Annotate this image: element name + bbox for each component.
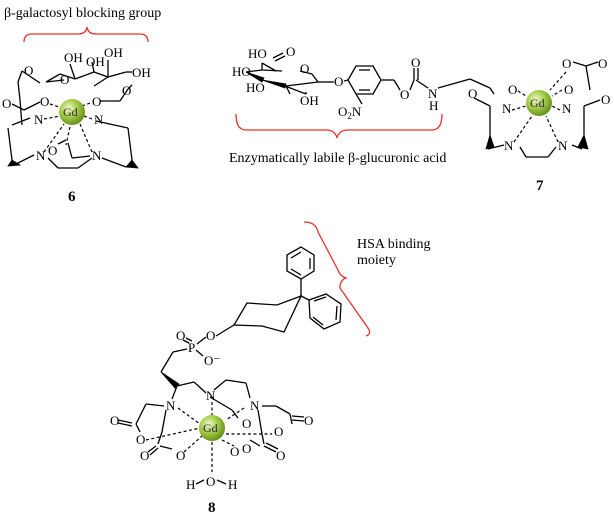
atom-o: O <box>400 87 409 102</box>
compound-6: β-galactosyl blocking group OH OH OH OH … <box>2 6 161 205</box>
bracket-glucuronic <box>235 113 443 139</box>
atom-o: O <box>230 444 239 459</box>
atom-o: O <box>601 92 610 107</box>
atom-o: O <box>2 96 11 111</box>
atom-n: N <box>562 101 572 116</box>
annotation-glucuronic: Enzymatically labile β-glucuronic acid <box>229 151 446 166</box>
gd-sphere <box>199 415 225 441</box>
atom-h: H <box>228 477 237 492</box>
atom-o: O <box>411 55 420 70</box>
nitrophenyl-ring <box>343 65 429 105</box>
bracket-hsa <box>303 221 371 337</box>
gd-label: Gd <box>203 421 218 435</box>
annotation-hsa-line2: moiety <box>357 253 396 268</box>
atom-n: N <box>428 86 438 101</box>
atom-n: N <box>206 388 216 403</box>
macrocycle-7 <box>437 61 601 158</box>
atom-n: N <box>92 148 102 163</box>
atom-o: O <box>242 416 251 431</box>
atom-p: P <box>188 340 195 355</box>
glucuronic-ring <box>245 52 334 95</box>
atom-h: H <box>186 477 195 492</box>
atom-o: O <box>110 413 119 428</box>
phenyl-ring-top <box>286 246 315 280</box>
atom-o: O <box>242 441 251 456</box>
atom-o: O <box>122 83 131 98</box>
atom-ho: HO <box>232 64 251 79</box>
bracket-galactosyl <box>23 26 149 43</box>
galactose-ring <box>17 60 132 101</box>
compound-number-8: 8 <box>208 500 216 513</box>
compound-8: HSA binding moiety O O P O⁻ <box>110 221 431 513</box>
atom-o: O <box>334 74 343 89</box>
phenyl-ring-right <box>308 293 342 330</box>
atom-o: O <box>136 432 145 447</box>
gd-label: Gd <box>530 96 545 110</box>
gd-label: Gd <box>63 105 78 119</box>
atom-n: N <box>558 138 568 153</box>
atom-o: O <box>286 44 295 59</box>
atom-o-water: O <box>206 474 215 489</box>
atom-o: O <box>176 448 185 463</box>
atom-o: O <box>40 94 49 109</box>
atom-o: O <box>468 86 477 101</box>
atom-n: N <box>502 101 512 116</box>
compound-number-6: 6 <box>68 189 76 205</box>
atom-o: O <box>48 143 57 158</box>
macrocycle-6 <box>7 84 139 169</box>
atom-oh: OH <box>86 54 105 69</box>
atom-o: O <box>140 448 149 463</box>
atom-n: N <box>504 138 514 153</box>
atom-n: N <box>250 398 260 413</box>
gd-sphere <box>526 90 552 116</box>
atom-o: O <box>598 56 607 71</box>
atom-o: O <box>206 328 215 343</box>
backbone-8 <box>117 348 305 456</box>
atom-h: H <box>429 98 438 113</box>
atom-n: N <box>94 112 104 127</box>
atom-o: O <box>508 82 517 97</box>
atom-n: N <box>36 148 46 163</box>
atom-o: O <box>276 448 285 463</box>
compound-number-7: 7 <box>536 178 544 194</box>
cyclohexyl-ring <box>215 279 310 337</box>
atom-n: N <box>166 398 176 413</box>
gd-sphere <box>59 99 85 125</box>
atom-ho: HO <box>248 46 267 61</box>
atom-o: O <box>300 61 309 76</box>
atom-o: O <box>562 56 571 71</box>
atom-o: O <box>304 413 313 428</box>
atom-o: O <box>60 72 69 87</box>
annotation-hsa-line1: HSA binding <box>357 237 431 252</box>
atom-n: N <box>34 112 44 127</box>
atom-oh: OH <box>64 50 83 65</box>
nitro-group: O2N <box>338 104 362 121</box>
atom-o: O <box>176 328 185 343</box>
atom-o-minus: O⁻ <box>204 353 220 368</box>
compound-7: HO O HO HO O OH O O2N O O N H Enzymatica… <box>229 44 610 194</box>
atom-o: O <box>24 63 33 78</box>
atom-oh: OH <box>132 65 151 80</box>
atom-oh: OH <box>300 93 319 108</box>
atom-o: O <box>92 94 101 109</box>
atom-o: O <box>564 82 573 97</box>
annotation-galactosyl: β-galactosyl blocking group <box>4 6 161 21</box>
atom-oh: OH <box>104 45 123 60</box>
atom-ho: HO <box>246 80 265 95</box>
atom-o: O <box>274 424 283 439</box>
